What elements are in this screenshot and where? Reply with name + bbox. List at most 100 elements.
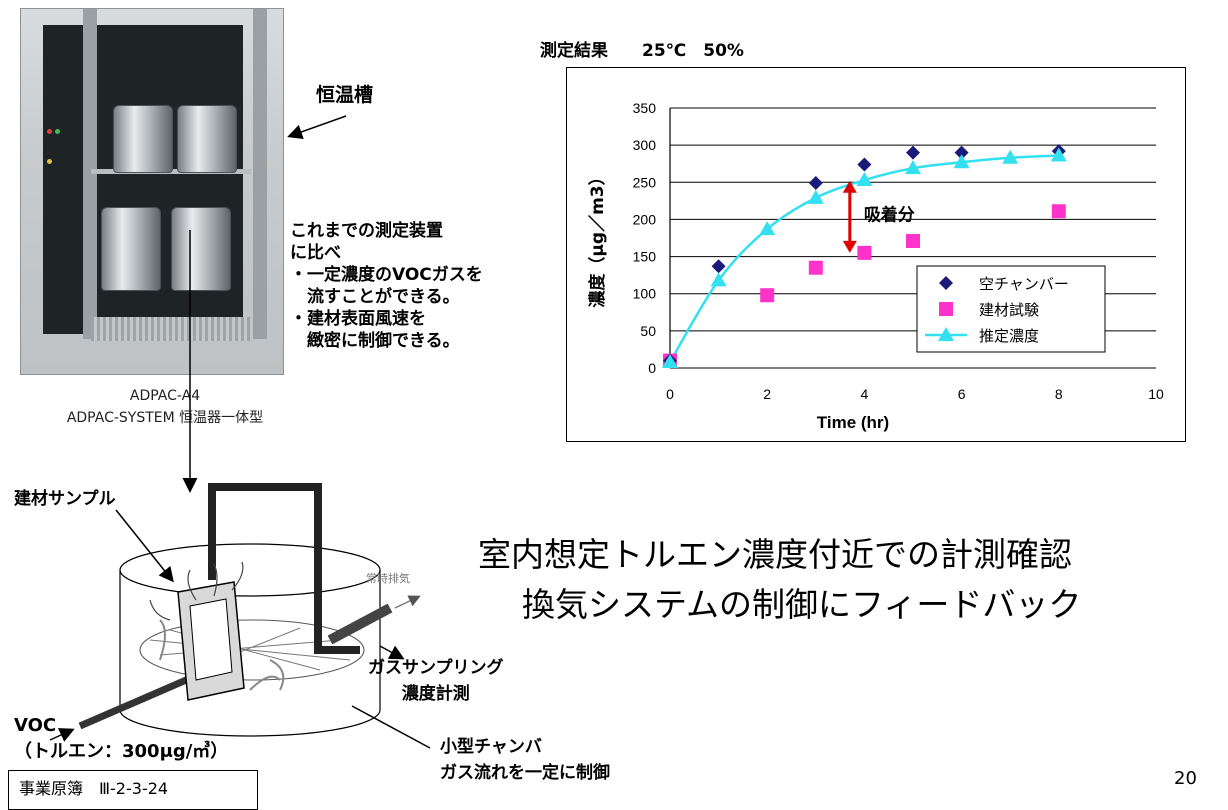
y-tick-label: 300 <box>633 137 657 153</box>
document-reference-box: 事業原簿 Ⅲ-2-3-24 <box>8 770 258 810</box>
chamber-top <box>119 543 381 597</box>
door-frame-left <box>83 9 97 339</box>
voc-label: VOC （トルエン：300μg/㎥） <box>14 713 228 765</box>
inlet-arrow <box>49 728 75 742</box>
data-point-empty-chamber <box>711 259 726 274</box>
y-tick-label: 50 <box>640 323 656 339</box>
y-tick-label: 150 <box>633 249 657 265</box>
data-point-building-material <box>760 288 775 303</box>
y-tick-label: 0 <box>648 360 656 376</box>
data-point-empty-chamber <box>808 176 823 191</box>
voc-line1: VOC <box>14 715 57 736</box>
data-point-building-material <box>808 260 823 275</box>
exhaust-label: 常時排気 <box>366 572 410 585</box>
sample-label: 建材サンプル <box>14 489 116 509</box>
note-line: ・一定濃度のVOCガスを <box>290 265 483 285</box>
y-tick-label: 350 <box>633 100 657 116</box>
chamber-label: 小型チャンバ ガス流れを一定に制御 <box>440 734 610 786</box>
y-tick-label: 200 <box>633 211 657 227</box>
sampling-arrow <box>379 645 405 660</box>
chamber-pot <box>171 207 231 291</box>
note-line: 流すことができる。 <box>290 287 460 307</box>
adsorption-arrowhead-top <box>842 180 857 193</box>
exhaust-pipe <box>208 483 360 654</box>
data-point-estimated <box>905 160 921 175</box>
data-point-estimated <box>953 154 970 169</box>
gas-sampling-line1: ガスサンプリング <box>368 658 504 678</box>
data-point-estimated <box>1050 147 1067 162</box>
exhaust-arrow <box>394 595 421 609</box>
note-line: これまでの測定装置 <box>290 221 443 241</box>
x-tick-label: 4 <box>861 386 869 402</box>
chamber-leader <box>351 705 431 749</box>
indicator-led <box>55 129 60 134</box>
x-tick-label: 2 <box>763 386 771 402</box>
note-line: ・建材表面風速を <box>290 309 426 329</box>
comparison-notes: これまでの測定装置 に比べ ・一定濃度のVOCガスを 流すことができる。 ・建材… <box>290 220 483 352</box>
y-tick-label: 100 <box>633 286 657 302</box>
chamber-mesh-plate <box>139 619 365 681</box>
legend-marker <box>939 276 953 290</box>
inlet-pipe <box>78 670 202 730</box>
door-frame-right <box>253 9 267 339</box>
indicator-led <box>47 159 52 164</box>
data-point-estimated <box>1002 149 1019 164</box>
chamber-pot <box>101 207 161 291</box>
page-number: 20 <box>1174 768 1197 789</box>
legend-label: 空チャンバー <box>979 275 1069 293</box>
data-point-empty-chamber <box>954 145 969 160</box>
chamber-line2: ガス流れを一定に制御 <box>440 763 610 783</box>
data-point-empty-chamber <box>857 157 872 172</box>
note-line: に比べ <box>290 243 341 263</box>
headline-line1: 室内想定トルエン濃度付近での計測確認 <box>478 535 1072 574</box>
headline-line2: 換気システムの制御にフィードバック <box>522 585 1082 624</box>
flow-streams <box>149 561 244 621</box>
gas-sampling-label: ガスサンプリング 濃度計測 <box>368 655 504 707</box>
chamber-line1: 小型チャンバ <box>440 737 542 757</box>
x-tick-label: 8 <box>1055 386 1063 402</box>
voc-line2: （トルエン：300μg/㎥） <box>14 741 229 762</box>
y-tick-label: 250 <box>633 174 657 190</box>
data-point-estimated <box>759 221 776 236</box>
chamber-pot <box>113 105 173 173</box>
legend-label: 推定濃度 <box>979 327 1039 345</box>
adsorption-label: 吸着分 <box>864 205 915 226</box>
exhaust-pipe-outlet <box>327 603 393 645</box>
data-point-building-material <box>1051 204 1066 219</box>
data-point-building-material <box>906 233 920 248</box>
vent-grille <box>91 317 251 341</box>
x-axis-label: Time (hr) <box>817 413 889 432</box>
chart-title: 測定結果 25℃ 50% <box>540 41 744 61</box>
incubator-photo <box>20 8 284 375</box>
incubator-label: 恒温槽 <box>316 84 374 106</box>
sample-panel-face <box>189 598 233 681</box>
indicator-led <box>47 129 52 134</box>
device-model: ADPAC-A4 <box>129 388 201 404</box>
device-type: ADPAC-SYSTEM 恒温器一体型 <box>66 410 264 426</box>
legend-marker <box>938 327 954 341</box>
flow-streams-lower <box>159 619 285 691</box>
data-point-estimated <box>710 272 727 287</box>
data-point-estimated <box>662 354 678 369</box>
x-tick-label: 10 <box>1148 386 1164 402</box>
chamber-bottom <box>119 709 381 737</box>
gas-sampling-line2: 濃度計測 <box>401 684 470 704</box>
y-axis-label: 濃度（μg／m3） <box>587 168 608 307</box>
data-point-estimated <box>856 172 873 187</box>
chamber-pot <box>177 105 237 173</box>
incubator-arrow <box>287 115 347 140</box>
sample-arrow <box>115 509 174 583</box>
legend-label: 建材試験 <box>979 301 1039 319</box>
data-point-estimated <box>807 189 824 204</box>
x-tick-label: 6 <box>958 386 966 402</box>
mesh-lines <box>149 627 351 673</box>
x-tick-label: 0 <box>666 386 674 402</box>
note-line: 緻密に制御できる。 <box>290 331 460 351</box>
device-caption: ADPAC-A4 ADPAC-SYSTEM 恒温器一体型 <box>20 385 310 429</box>
data-point-empty-chamber <box>906 145 920 160</box>
legend-marker <box>939 302 953 316</box>
adsorption-arrowhead-bottom <box>842 240 857 253</box>
